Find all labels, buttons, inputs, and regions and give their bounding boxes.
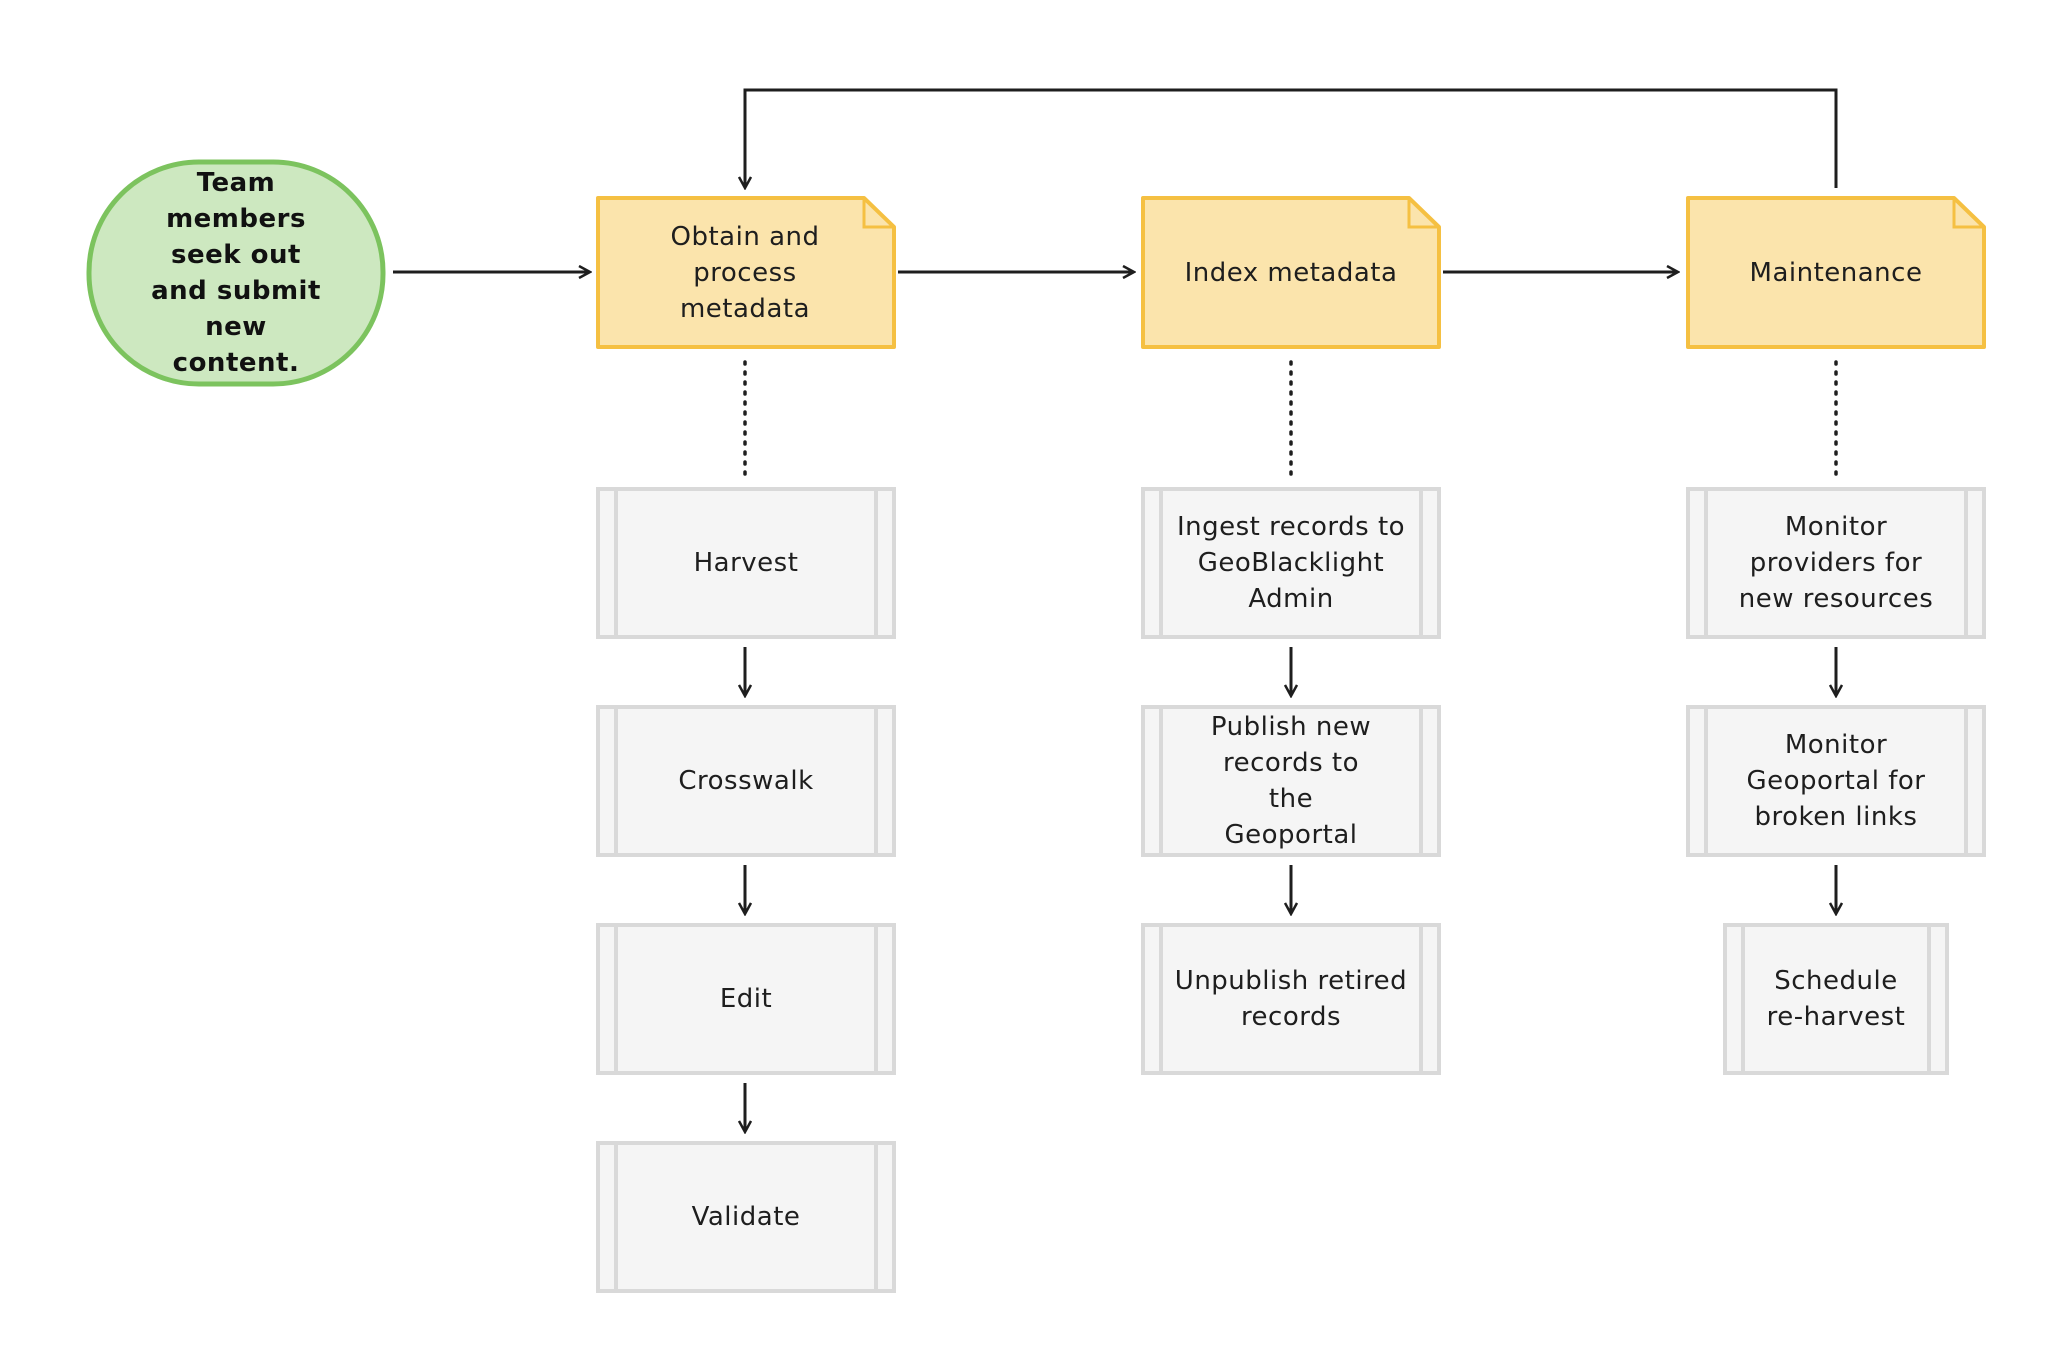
phase-node-index: [1141, 196, 1441, 349]
process-box-crosswalk: [596, 705, 896, 857]
process-box-reharvest: [1723, 923, 1949, 1075]
start-terminator: [86, 159, 386, 387]
connectors: [393, 88, 1838, 1132]
process-box-harvest: [596, 487, 896, 639]
process-box-publish: [1141, 705, 1441, 857]
process-box-edit: [596, 923, 896, 1075]
process-box-monitor-links: [1686, 705, 1986, 857]
process-box-ingest: [1141, 487, 1441, 639]
phase-node-obtain: [596, 196, 896, 349]
process-box-unpublish: [1141, 923, 1441, 1075]
process-box-monitor-providers: [1686, 487, 1986, 639]
feedback-loop-maintenance-to-obtain: [745, 88, 1838, 188]
phase-node-maintenance: [1686, 196, 1986, 349]
process-box-validate: [596, 1141, 896, 1293]
